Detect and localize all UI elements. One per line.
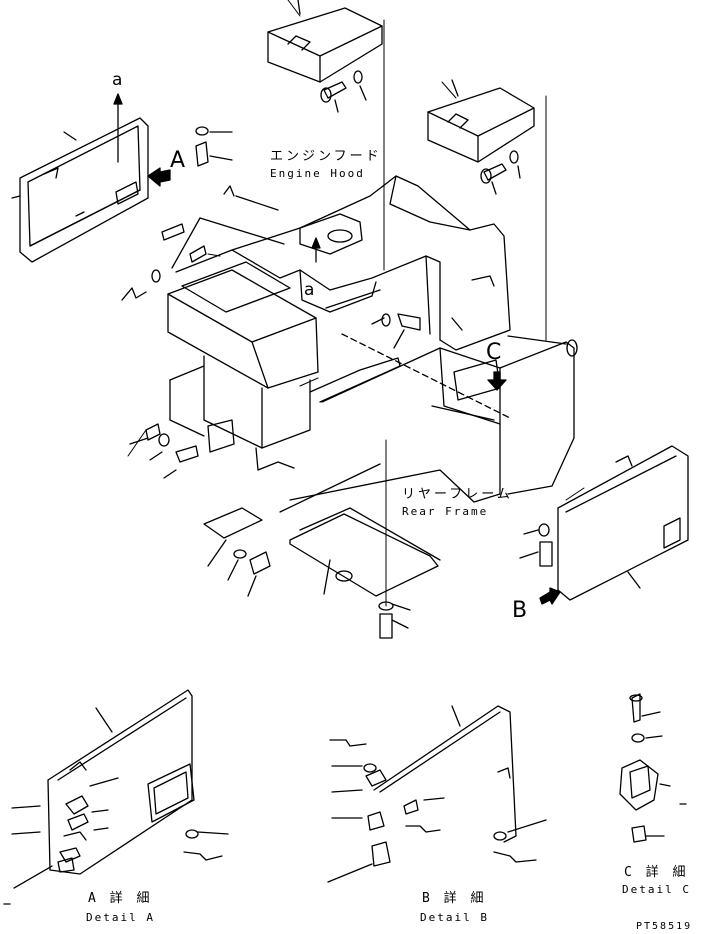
arrow-b-view bbox=[539, 587, 561, 605]
left-box bbox=[167, 261, 401, 471]
leader-lines bbox=[127, 0, 585, 501]
view-label-b: B bbox=[512, 598, 528, 623]
detail-b-title-jp: B 詳 細 bbox=[422, 891, 487, 906]
engine-hood-label-jp: エンジンフード bbox=[270, 149, 382, 164]
right-bolts bbox=[371, 313, 553, 567]
ref-label-a-mid: a bbox=[304, 280, 315, 300]
detail-a bbox=[3, 689, 229, 905]
top-bolt bbox=[320, 70, 367, 113]
detail-a-title-jp: A 詳 細 bbox=[88, 891, 153, 906]
rear-door bbox=[557, 445, 689, 601]
drawing-number: PT58519 bbox=[636, 921, 693, 932]
engine-hood-frame bbox=[175, 175, 511, 351]
view-label-a: A bbox=[170, 148, 186, 173]
rear-frame bbox=[289, 333, 578, 503]
rear-frame-label-jp: リヤーフレーム bbox=[402, 487, 513, 502]
left-side-door bbox=[11, 93, 149, 263]
detail-b bbox=[327, 705, 547, 883]
engine-hood-label-en: Engine Hood bbox=[270, 167, 365, 180]
arrow-c-view bbox=[487, 371, 507, 391]
detail-c bbox=[619, 693, 687, 843]
arrow-a-view bbox=[147, 167, 171, 187]
view-label-c: C bbox=[486, 340, 502, 365]
rear-frame-label-en: Rear Frame bbox=[402, 505, 489, 518]
right-bolt bbox=[480, 150, 521, 195]
detail-c-title-jp: C 詳 細 bbox=[624, 865, 689, 880]
detail-a-title-en: Detail A bbox=[86, 911, 155, 924]
center-bottom-bolt bbox=[378, 439, 411, 639]
detail-b-title-en: Detail B bbox=[420, 911, 489, 924]
detail-c-title-en: Detail C bbox=[622, 883, 691, 896]
left-hardware bbox=[121, 126, 285, 301]
right-cover-plate bbox=[427, 79, 535, 163]
top-cover-plate bbox=[267, 0, 383, 83]
small-cover-plate bbox=[203, 507, 271, 597]
left-bolts bbox=[129, 423, 199, 479]
ref-label-a-top: a bbox=[112, 70, 123, 90]
bottom-plate bbox=[279, 463, 441, 597]
